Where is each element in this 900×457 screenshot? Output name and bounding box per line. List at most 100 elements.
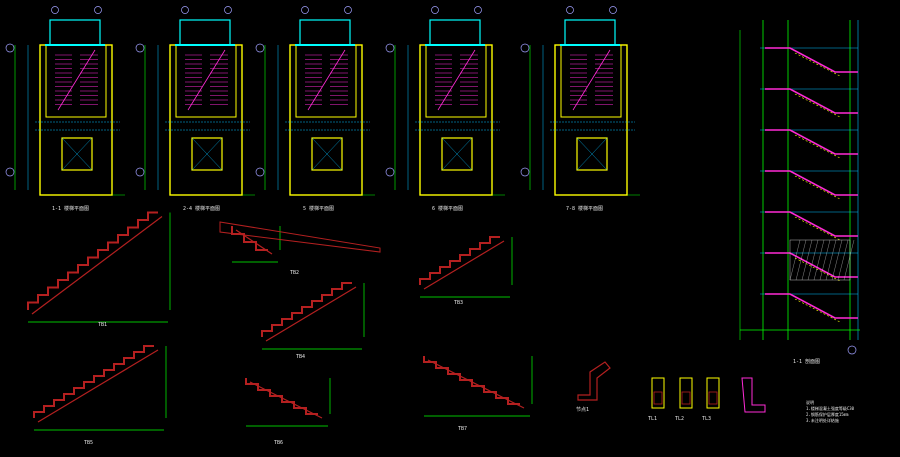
flight-steps — [245, 378, 318, 415]
axis-bubble-icon — [255, 167, 265, 177]
stair-plan-5 — [520, 6, 640, 196]
plan-caption-2: 2-4 楼梯平面图 — [183, 206, 221, 212]
axis-bubble-icon — [5, 43, 15, 53]
stair-plan-4 — [385, 6, 505, 196]
flight-soffit — [37, 349, 159, 423]
detail-tag-1: 节点1 — [576, 407, 590, 413]
flight-soffit — [265, 286, 357, 342]
stair-plan-1 — [5, 6, 125, 196]
beam-detail-views — [577, 361, 766, 413]
walk-line — [57, 49, 96, 111]
shaft-cross — [311, 137, 343, 171]
axis-bubble-icon — [181, 6, 189, 14]
flight-soffit — [427, 359, 525, 409]
notes-line-1: 1.楼梯混凝土强度等级C30 — [806, 406, 855, 411]
section-flight-hidden — [794, 216, 841, 241]
axis-bubble-icon — [385, 167, 395, 177]
section-caption: 1-1 剖面图 — [793, 359, 821, 365]
axis-bubble-icon — [224, 6, 232, 14]
axis-bubble-icon — [609, 6, 617, 14]
hatch-line — [801, 239, 813, 281]
axis-bubble-icon — [431, 6, 439, 14]
hatch-line — [789, 239, 801, 281]
section-flight — [765, 47, 858, 73]
roof-frame — [179, 19, 231, 46]
stair-flight-2 — [231, 226, 281, 263]
beam-section — [651, 377, 665, 409]
flight-tag-4: TB4 — [296, 354, 306, 360]
axis-bubble-icon — [51, 6, 59, 14]
detail-tag-3: TL2 — [675, 416, 685, 422]
stair-plan-2 — [135, 6, 255, 196]
flight-tag-1: TB1 — [98, 322, 108, 328]
flight-tag-3: TB3 — [454, 300, 464, 306]
section-flight — [765, 211, 858, 237]
rebar-outline — [681, 391, 691, 405]
section-flight-hidden — [794, 257, 841, 282]
section-flight-hidden — [794, 52, 841, 77]
flight-soffit — [423, 240, 505, 290]
stair-plan-views — [5, 6, 640, 196]
flight-tag-5: TB5 — [84, 440, 94, 446]
stair-flight-4 — [261, 282, 365, 350]
notes-line-2: 2.钢筋保护层厚度15mm — [806, 412, 849, 417]
axis-bubble-icon — [474, 6, 482, 14]
wall-outline — [169, 44, 243, 196]
hatch-line — [843, 239, 855, 281]
section-flight-hidden — [794, 134, 841, 159]
axis-bubble-icon — [135, 167, 145, 177]
beam-section — [706, 377, 720, 409]
landing-slab — [219, 221, 381, 253]
rebar-outline — [708, 391, 718, 405]
shaft-cross — [576, 137, 608, 171]
section-flight — [765, 129, 858, 155]
hatch-line — [837, 239, 849, 281]
detail-tag-4: TL3 — [702, 416, 712, 422]
stair-flight-1 — [27, 211, 171, 323]
beam-section — [679, 377, 693, 409]
detail-tag-2: TL1 — [648, 416, 658, 422]
shaft-cross — [191, 137, 223, 171]
stair-flight-5 — [33, 345, 167, 431]
shaft-box — [61, 137, 93, 171]
flight-steps — [27, 211, 158, 310]
flight-tag-7: TB7 — [458, 426, 468, 432]
flight-tag-2: TB2 — [290, 270, 300, 276]
axis-bubble-icon — [255, 43, 265, 53]
walk-line — [307, 49, 346, 111]
flight-soffit — [235, 229, 273, 255]
section-flight-hidden — [794, 298, 841, 323]
axis-bubble-icon — [520, 43, 530, 53]
hatch-line — [813, 239, 825, 281]
wall-outline — [39, 44, 113, 196]
roof-frame — [564, 19, 616, 46]
section-flight — [765, 252, 858, 278]
hatch-line — [831, 239, 843, 281]
axis-bubble-icon — [94, 6, 102, 14]
general-notes: 说明 1.楼梯混凝土强度等级C30 2.钢筋保护层厚度15mm 3.未注明处详结… — [806, 400, 854, 424]
stair-section-view — [739, 20, 860, 355]
section-flight-hidden — [794, 93, 841, 118]
flight-soffit — [31, 216, 163, 315]
rebar-outline — [653, 391, 663, 405]
notes-title: 说明 — [806, 400, 814, 405]
section-flight — [765, 170, 858, 196]
stair-flight-3 — [419, 236, 513, 298]
section-flight — [765, 293, 858, 319]
stair-flight-7 — [423, 356, 533, 417]
walk-line — [572, 49, 611, 111]
axis-bubble-icon — [5, 167, 15, 177]
walk-line — [437, 49, 476, 111]
flight-tag-6: TB6 — [274, 440, 284, 446]
plan-caption-5: 7-8 楼梯平面图 — [566, 206, 604, 212]
stair-plan-3 — [255, 6, 375, 196]
plan-caption-4: 6 楼梯平面图 — [432, 206, 464, 212]
plan-caption-3: 5 楼梯平面图 — [303, 206, 335, 212]
shaft-box — [576, 137, 608, 171]
walk-line — [187, 49, 226, 111]
shaft-box — [441, 137, 473, 171]
shaft-cross — [441, 137, 473, 171]
stair-flight-6 — [245, 378, 331, 427]
hatch-line — [807, 239, 819, 281]
